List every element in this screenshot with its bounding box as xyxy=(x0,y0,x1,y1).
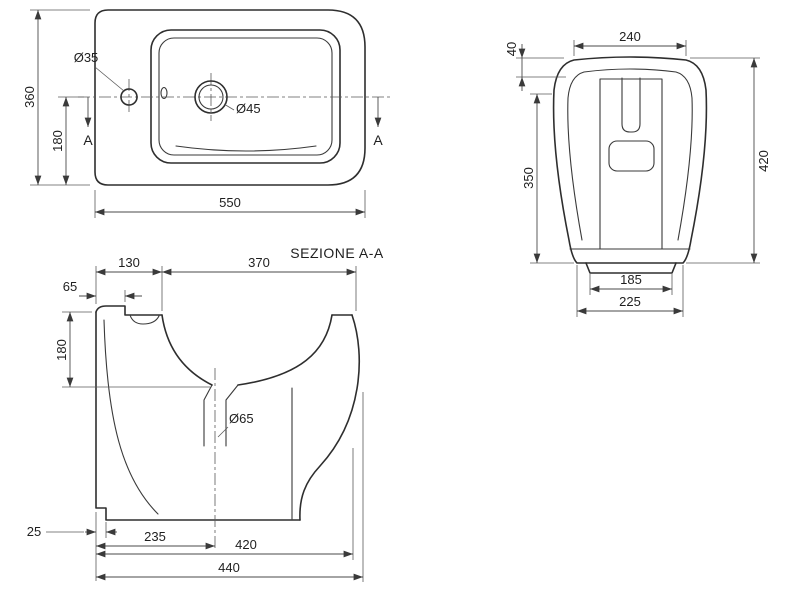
dim-label-rear-rim-height: 40 xyxy=(504,42,519,56)
side-basin-front-wall xyxy=(161,314,213,386)
dim-label-bowl-depth: 370 xyxy=(248,255,270,270)
dim-label-rear-foot-width: 185 xyxy=(620,272,642,287)
dim-label-total-depth: 440 xyxy=(218,560,240,575)
dim-rear-body-height: 350 xyxy=(521,93,574,264)
dim-label-drain-center: 235 xyxy=(144,529,166,544)
dim-label-rear-total-height: 420 xyxy=(756,150,771,172)
section-title: SEZIONE A-A xyxy=(290,245,384,261)
side-front-and-base xyxy=(95,311,301,521)
rear-outer-contour xyxy=(552,56,708,264)
dim-label-plan-half-height: 180 xyxy=(50,130,65,152)
side-front-inner-curve xyxy=(103,319,159,515)
dim-side-drain-center: 235 xyxy=(96,529,215,550)
dim-label-foot-inset: 25 xyxy=(27,524,41,539)
section-marker-right: A xyxy=(373,132,383,148)
dim-rear-base-width: 225 xyxy=(576,265,684,317)
plan-centerlines xyxy=(78,73,390,121)
tap-hole-leader xyxy=(94,66,125,92)
plan-rim-contour xyxy=(150,29,341,164)
rear-foot xyxy=(585,262,677,274)
rear-inner-rim xyxy=(567,68,693,241)
dim-plan-height: 360 xyxy=(22,9,90,186)
dim-label-base-depth: 420 xyxy=(235,537,257,552)
dim-rear-top-width: 240 xyxy=(573,29,687,56)
tap-hole-label: Ø35 xyxy=(74,50,99,65)
dim-label-rear-body-height: 350 xyxy=(521,167,536,189)
tap-hole xyxy=(120,88,138,106)
plan-basin-floor-line xyxy=(175,145,317,152)
rear-view: 240 40 350 420 xyxy=(504,29,771,317)
drain-hole-leader xyxy=(223,103,235,111)
plan-view: Ø35 Ø45 A A 550 360 180 xyxy=(22,9,390,218)
side-basin-back-wall xyxy=(237,314,333,386)
side-top-deck xyxy=(95,305,163,316)
plan-basin-contour xyxy=(158,37,333,156)
rear-trap-outline xyxy=(608,140,655,172)
rear-sump-walls xyxy=(599,78,663,250)
side-rim-channel xyxy=(129,314,160,325)
drain-hole-label: Ø45 xyxy=(236,101,261,116)
dim-rear-foot-width: 185 xyxy=(589,272,673,295)
side-drain-label: Ø65 xyxy=(229,411,254,426)
dim-label-rear-base-width: 225 xyxy=(619,294,641,309)
dim-label-front-depth: 130 xyxy=(118,255,140,270)
dim-label-plan-height: 360 xyxy=(22,86,37,108)
side-drain-leader xyxy=(217,426,229,438)
dim-label-lip-depth: 65 xyxy=(63,279,77,294)
drain-hole-outer xyxy=(194,80,228,114)
section-marker-left: A xyxy=(83,132,93,148)
dim-rear-total-height: 420 xyxy=(686,57,771,264)
dim-side-total-depth: 440 xyxy=(96,392,364,582)
side-drain-funnel xyxy=(203,384,239,447)
dim-plan-width: 550 xyxy=(94,190,366,218)
dim-side-foot-inset: 25 xyxy=(27,512,117,581)
dim-side-depth-chain: 130 370 xyxy=(95,255,357,311)
dim-side-rim-height: 180 xyxy=(54,311,210,388)
overflow-hole xyxy=(160,86,168,100)
dim-plan-half-height: 180 xyxy=(50,96,84,185)
plan-outer-contour xyxy=(94,9,366,186)
dim-label-plan-width: 550 xyxy=(219,195,241,210)
side-back-contour xyxy=(299,314,361,521)
dim-side-base-depth: 420 xyxy=(96,448,354,560)
dim-label-rim-height: 180 xyxy=(54,339,69,361)
section-cut-markers: A A xyxy=(83,97,383,148)
dim-label-rear-top-width: 240 xyxy=(619,29,641,44)
dim-side-lip: 65 xyxy=(63,279,142,302)
rear-center-channel xyxy=(621,77,641,133)
drain-hole-inner xyxy=(198,84,224,110)
side-section-view: SEZIONE A-A Ø65 130 370 xyxy=(27,245,384,582)
dim-rear-rim-height: 40 xyxy=(504,42,566,91)
